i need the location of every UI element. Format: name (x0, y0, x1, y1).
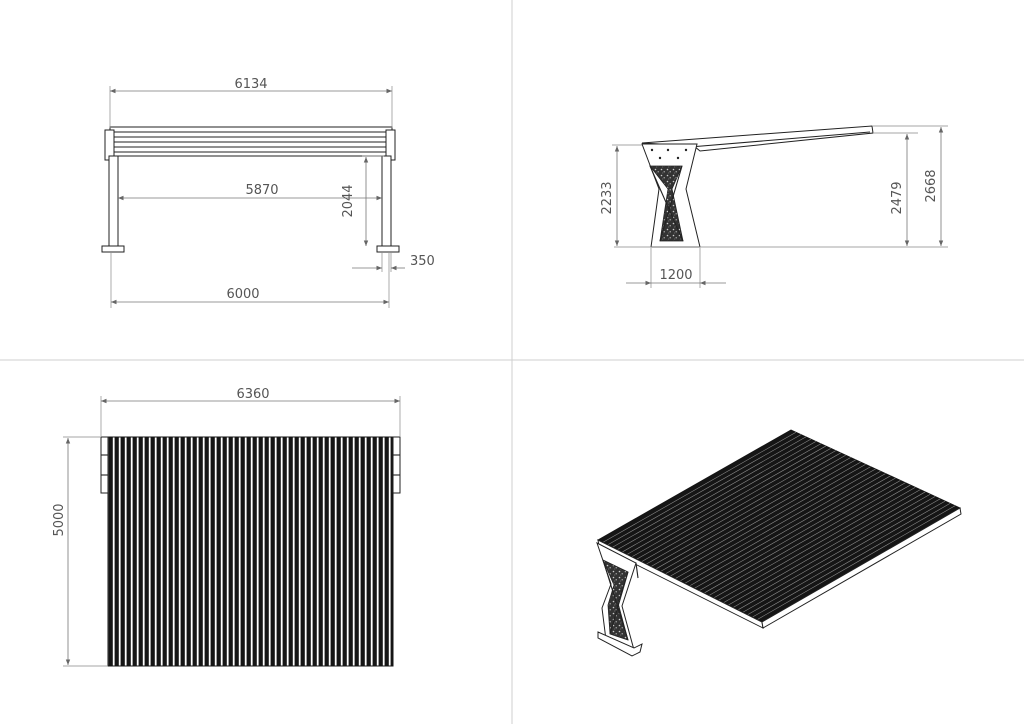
dim-front-height: 2044 (341, 184, 356, 217)
top-left-bracket (100, 436, 109, 494)
front-left-leg (101, 155, 125, 253)
iso-slat-line (742, 498, 941, 613)
iso-roof-side-edge (761, 507, 962, 629)
dim-front-leg: 350 (410, 254, 435, 269)
dim-front-overall: 6134 (234, 77, 267, 92)
iso-slat-line (684, 471, 881, 584)
iso-slat-line (660, 459, 856, 572)
iso-slat-line (617, 438, 812, 550)
iso-slat-line (675, 466, 871, 579)
front-canopy (104, 126, 396, 161)
iso-slat-line (723, 489, 921, 603)
iso-slat-line (737, 496, 936, 611)
iso-base-plate (597, 631, 643, 657)
dim-top-width: 6360 (236, 387, 269, 402)
iso-slat-line (665, 461, 861, 575)
dim-top-depth: 5000 (52, 503, 67, 536)
iso-roof-slats (602, 432, 956, 620)
iso-slat-line (612, 436, 807, 548)
dim-front-inner: 5870 (245, 183, 278, 198)
iso-slat-line (636, 448, 831, 560)
iso-slat-line (670, 464, 866, 577)
iso-slat-line (703, 480, 901, 594)
dim-side-rear-height: 2668 (924, 169, 939, 202)
top-slat-field (107, 436, 394, 667)
iso-slat-line (626, 443, 821, 555)
iso-slat-line (641, 450, 836, 562)
iso-slat-line (718, 487, 916, 601)
iso-slat-line (699, 477, 896, 591)
top-view: 6360 5000 (52, 387, 401, 667)
iso-slat-line (646, 452, 841, 565)
iso-slat-line (747, 500, 946, 616)
iso-slat-line (631, 445, 826, 558)
iso-slat-line (752, 503, 951, 618)
iso-slat-line (621, 441, 817, 553)
iso-slat-line (679, 468, 876, 582)
iso-slat-line (757, 505, 956, 620)
iso-slat-line (655, 457, 851, 570)
dim-side-base: 1200 (659, 268, 692, 283)
top-right-bracket (392, 436, 401, 494)
iso-slat-line (650, 454, 846, 567)
iso-support-frame (596, 541, 643, 657)
iso-slat-line (694, 475, 891, 589)
dim-side-front-height: 2233 (600, 181, 615, 214)
iso-slat-line (713, 484, 911, 599)
dim-front-base: 6000 (226, 287, 259, 302)
front-view: 6134 5870 2044 350 6000 (101, 77, 435, 308)
side-support-frame (641, 143, 701, 248)
iso-slat-line (689, 473, 886, 587)
iso-slat-line (602, 432, 797, 543)
iso-slat-line (607, 434, 802, 546)
dim-side-mid-height: 2479 (890, 181, 905, 214)
iso-slat-line (708, 482, 906, 596)
iso-slat-line (728, 491, 926, 606)
front-right-leg (376, 155, 400, 253)
iso-roof (596, 429, 962, 623)
iso-view (596, 429, 962, 657)
side-view: 2233 2479 2668 1200 (600, 125, 948, 288)
iso-slat-line (732, 493, 931, 608)
